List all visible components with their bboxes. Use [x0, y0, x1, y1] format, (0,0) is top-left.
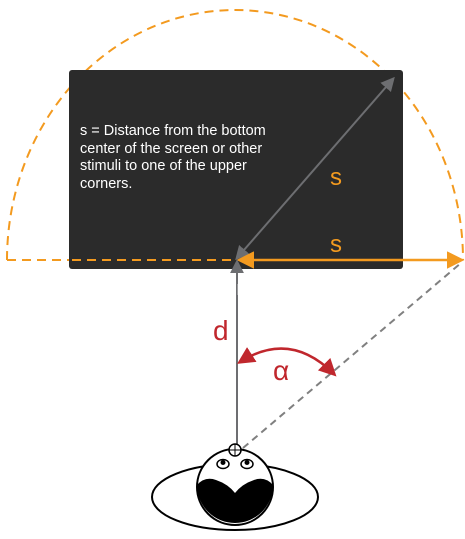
- s-diagonal-arrow: [235, 76, 395, 261]
- d-definition: d = Distance from participant to screen …: [80, 280, 286, 314]
- s-definition: s = Distance from the bottom center of t…: [80, 123, 270, 192]
- screen-description: s = Distance from the bottom center of t…: [80, 88, 302, 333]
- alpha-arc: [237, 347, 337, 377]
- alpha-label: α: [273, 355, 289, 386]
- s-diagonal-label: s: [330, 164, 342, 191]
- d-label: d: [213, 315, 229, 346]
- participant-figure: [151, 443, 319, 531]
- s-horizontal-label: s: [330, 231, 342, 258]
- participant-hair: [197, 478, 273, 523]
- radius-semicircle: [6, 9, 464, 261]
